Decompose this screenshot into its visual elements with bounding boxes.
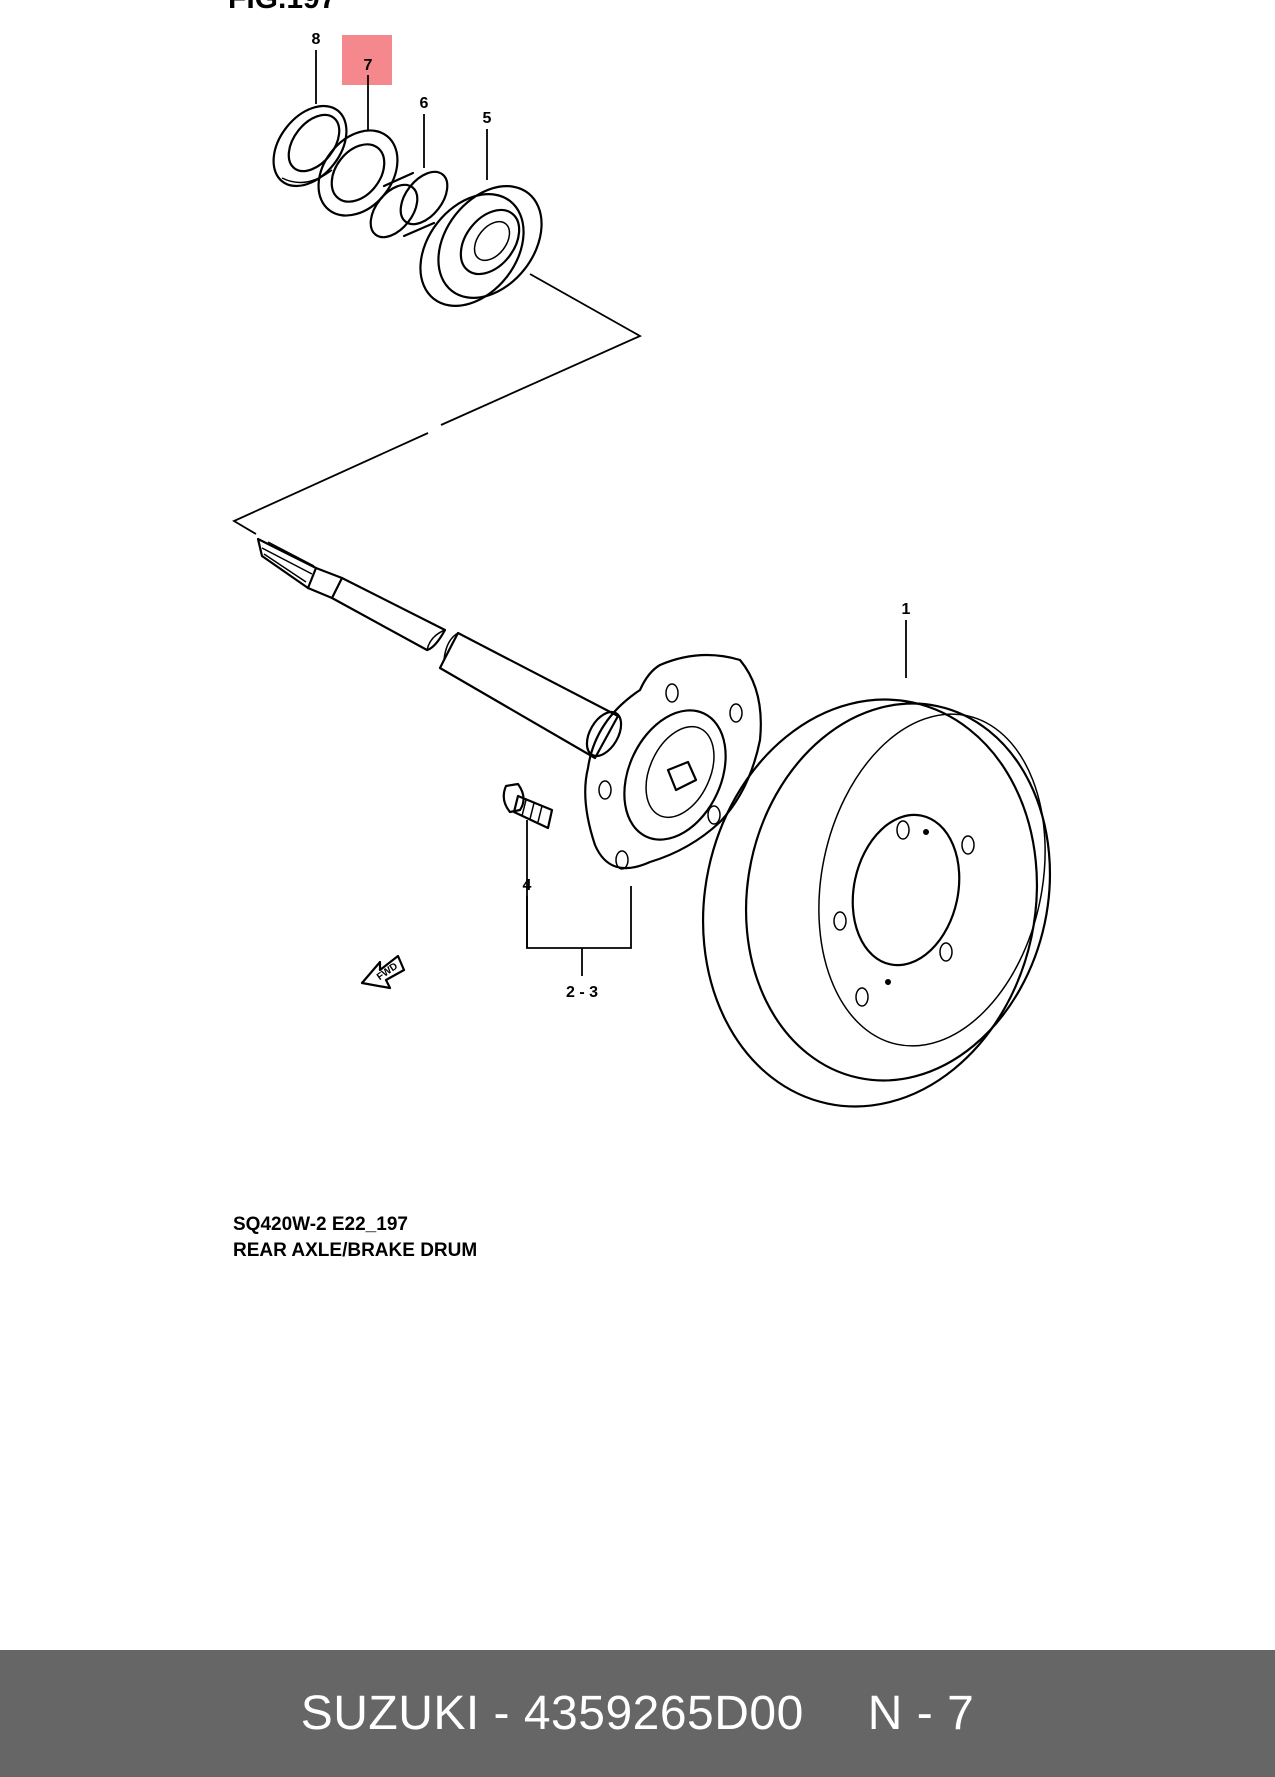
brake-drum-part-1 [701,698,1052,1108]
wheel-stud-part-4 [502,782,554,830]
callout-1: 1 [902,601,911,618]
footer-part-number: SUZUKI - 4359265D00 [300,1687,804,1740]
assembly-bracket-lower [232,432,429,535]
callout-8: 8 [312,31,321,48]
axle-flange [584,653,762,870]
diagram-code: SQ420W-2 E22_197 [233,1214,408,1235]
forward-arrow-icon: FWD [360,954,406,990]
callout-2-3: 2 - 3 [566,984,598,1001]
oil-seal-part-7 [317,129,399,217]
callout-5: 5 [483,110,492,127]
leader-lines [315,50,907,976]
callout-7: 7 [364,57,373,74]
exploded-parts-diagram: FIG.197 8 7 6 5 1 4 2 - 3 [228,0,1052,1261]
figure-title: FIG.197 [228,0,336,15]
callout-6: 6 [420,95,429,112]
footer-bar: SUZUKI - 4359265D00 N - 7 [0,1650,1275,1777]
retainer-ring-part-8 [272,104,348,188]
callout-7-highlight [342,35,392,85]
diagram-caption: REAR AXLE/BRAKE DRUM [233,1240,477,1261]
footer-reference: N - 7 [867,1687,975,1740]
assembly-bracket [440,273,642,426]
axle-shaft [256,537,623,760]
spacer-part-6 [369,170,449,239]
bearing-part-5 [419,185,543,307]
